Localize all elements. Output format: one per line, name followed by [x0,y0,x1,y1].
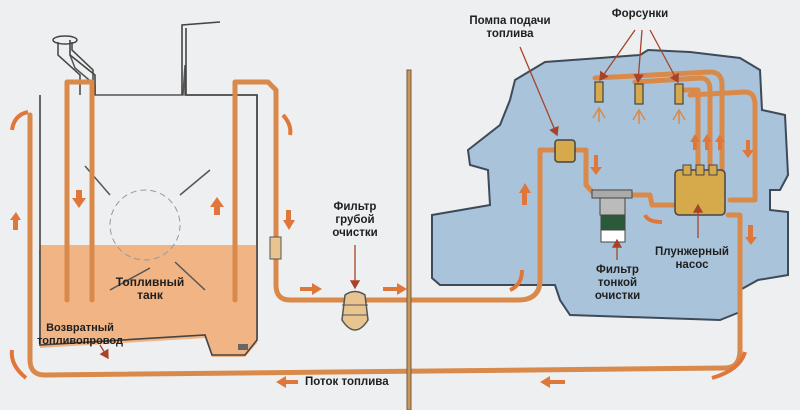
flow-arrows [10,134,757,388]
arrow-left [276,376,298,388]
arrow-right [383,283,407,295]
label-pointers [99,29,704,360]
arrow-up [519,183,531,205]
arrow-down [72,190,86,208]
label-plunger-pump: Плунжерный насос [654,246,730,271]
curved-arrow [10,110,29,131]
curved-arrow [711,351,747,380]
label-fine-filter: Фильтр тонкой очистки [594,264,641,302]
arrow-left [540,376,565,388]
curved-arrow [9,349,28,380]
curved-arrow [509,269,524,292]
arrow-down [745,225,757,245]
curved-arrow [643,214,663,224]
injectors [594,81,684,105]
arrow-down [590,155,602,175]
coarse-filter [341,290,369,331]
curved-arrow [281,113,293,136]
label-return-line: Возвратный топливопровод [37,322,123,347]
arrow-right [300,283,322,295]
arrow-up [690,134,700,150]
arrow-up [702,134,712,150]
arrow-down [283,210,295,230]
fuel-tank [39,21,258,357]
plunger-pump [674,164,726,216]
label-feed-pump: Помпа подачи топлива [469,15,551,40]
label-fuel-flow: Поток топлива [305,376,389,388]
label-fuel-tank: Топливный танк [115,275,185,302]
sight-glass [269,236,282,260]
arrow-up [715,134,725,150]
arrow-up [210,197,224,215]
feed-pump [554,139,576,163]
frame-rail [406,69,412,410]
arrow-down [742,140,754,158]
arrow-up [10,212,21,230]
label-injectors: Форсунки [611,8,669,20]
fine-filter [591,189,633,243]
label-coarse-filter: Фильтр грубой очистки [332,201,378,239]
